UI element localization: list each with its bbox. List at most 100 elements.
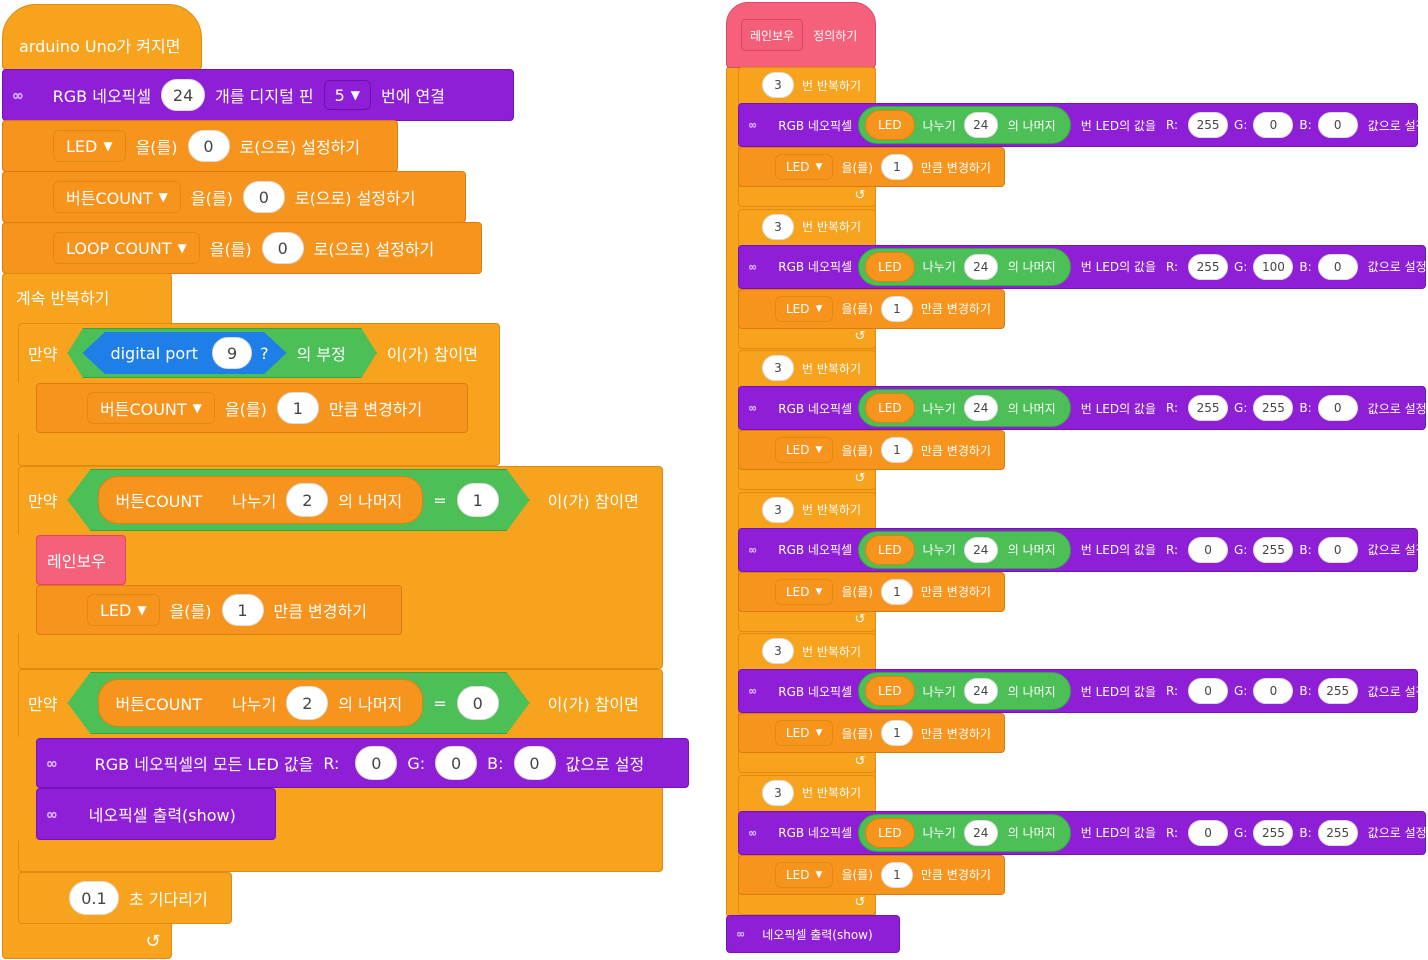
blue-input[interactable]: 255: [1317, 678, 1358, 704]
divisor-input[interactable]: 24: [963, 819, 998, 846]
blue-input[interactable]: 0: [1317, 536, 1358, 563]
value-input[interactable]: 0: [187, 130, 230, 162]
set-led-color-block[interactable]: ∞ RGB 네오픽셀 LED 나누기 24 의 나머지 번 LED의 값을 R:…: [738, 527, 1427, 572]
equals-operator[interactable]: 버튼COUNT 나누기 2 의 나머지 = 1: [67, 469, 530, 531]
set-led-color-block[interactable]: ∞ RGB 네오픽셀 LED 나누기 24 의 나머지 번 LED의 값을 R:…: [738, 244, 1427, 289]
var-dropdown-button-count[interactable]: 버튼COUNT▼: [87, 392, 215, 424]
mod-operator[interactable]: LED 나누기 24 의 나머지: [858, 106, 1071, 144]
repeat-count-input[interactable]: 3: [762, 355, 794, 381]
led-variable[interactable]: LED: [865, 676, 915, 706]
divisor-input[interactable]: 2: [286, 686, 329, 720]
red-input[interactable]: 255: [1188, 395, 1229, 421]
green-input[interactable]: 0: [1253, 112, 1294, 138]
var-dropdown-led[interactable]: LED▼: [53, 130, 126, 162]
repeat-count-input[interactable]: 3: [762, 638, 794, 664]
compare-input[interactable]: 0: [456, 686, 499, 720]
value-input[interactable]: 1: [221, 594, 264, 626]
red-input[interactable]: 0: [1188, 678, 1229, 704]
pin-dropdown[interactable]: 5 ▼: [323, 80, 372, 110]
set-led-block[interactable]: LED▼ 을(를) 0 로(으로) 설정하기: [2, 120, 398, 172]
var-dropdown-loop-count[interactable]: LOOP COUNT▼: [53, 232, 200, 264]
change-led-block[interactable]: LED▼ 을(를) 1 만큼 변경하기: [36, 585, 402, 635]
led-variable[interactable]: LED: [865, 110, 915, 140]
divisor-input[interactable]: 24: [963, 253, 998, 280]
blue-input[interactable]: 0: [1317, 253, 1358, 280]
divisor-input[interactable]: 24: [963, 112, 998, 138]
var-dropdown-led[interactable]: LED▼: [775, 861, 834, 888]
set-led-color-block[interactable]: ∞ RGB 네오픽셀 LED 나누기 24 의 나머지 번 LED의 값을 R:…: [738, 669, 1427, 713]
divisor-input[interactable]: 24: [963, 395, 998, 421]
blue-input[interactable]: 0: [1317, 395, 1358, 421]
change-led-block[interactable]: LED▼ 을(를) 1 만큼 변경하기: [738, 288, 1005, 329]
divisor-input[interactable]: 2: [286, 483, 329, 517]
pixel-count-input[interactable]: 24: [161, 79, 206, 111]
green-input[interactable]: 0: [435, 746, 478, 780]
change-button-count-block[interactable]: 버튼COUNT▼ 을(를) 1 만큼 변경하기: [36, 383, 468, 433]
rainbow-call-block[interactable]: 레인보우: [36, 535, 126, 585]
change-led-block[interactable]: LED▼ 을(를) 1 만큼 변경하기: [738, 571, 1005, 612]
value-input[interactable]: 1: [880, 295, 913, 322]
led-variable[interactable]: LED: [865, 393, 915, 423]
value-input[interactable]: 1: [276, 392, 319, 424]
led-variable[interactable]: LED: [865, 251, 915, 282]
led-variable[interactable]: LED: [865, 817, 915, 848]
set-button-count-block[interactable]: 버튼COUNT▼ 을(를) 0 로(으로) 설정하기: [2, 171, 466, 223]
hat-when-arduino-starts[interactable]: arduino Uno가 켜지면: [2, 4, 202, 70]
green-input[interactable]: 100: [1253, 253, 1294, 280]
var-dropdown-led[interactable]: LED▼: [775, 720, 834, 746]
var-dropdown-led[interactable]: LED▼: [775, 295, 834, 322]
green-input[interactable]: 255: [1253, 819, 1294, 846]
green-input[interactable]: 0: [1253, 678, 1294, 704]
blue-input[interactable]: 0: [513, 746, 556, 780]
value-input[interactable]: 1: [880, 154, 913, 180]
repeat-count-input[interactable]: 3: [762, 213, 794, 240]
change-led-block[interactable]: LED▼ 을(를) 1 만큼 변경하기: [738, 430, 1005, 470]
green-input[interactable]: 255: [1253, 395, 1294, 421]
repeat-count-input[interactable]: 3: [762, 779, 794, 806]
value-input[interactable]: 1: [880, 437, 913, 463]
define-rainbow-hat[interactable]: 레인보우 정의하기: [726, 2, 876, 68]
var-dropdown-led[interactable]: LED▼: [775, 437, 834, 463]
divisor-input[interactable]: 24: [963, 536, 998, 563]
neopixel-show-block[interactable]: ∞ 네오픽셀 출력(show): [36, 788, 276, 840]
mod-operator[interactable]: LED 나누기 24 의 나머지: [858, 389, 1071, 427]
compare-input[interactable]: 1: [456, 483, 499, 517]
not-operator[interactable]: digital port 9 ? 의 부정: [67, 328, 377, 378]
seconds-input[interactable]: 0.1: [69, 881, 119, 915]
set-led-color-block[interactable]: ∞ RGB 네오픽셀 LED 나누기 24 의 나머지 번 LED의 값을 R:…: [738, 386, 1427, 430]
blue-input[interactable]: 255: [1317, 819, 1358, 846]
mod-operator[interactable]: LED 나누기 24 의 나머지: [858, 530, 1071, 569]
neopixel-connect-block[interactable]: ∞ RGB 네오픽셀 24 개를 디지털 핀 5 ▼ 번에 연결: [2, 69, 514, 121]
blue-input[interactable]: 0: [1317, 112, 1358, 138]
red-input[interactable]: 255: [1188, 253, 1229, 280]
mod-operator[interactable]: 버튼COUNT 나누기 2 의 나머지: [98, 679, 424, 727]
divisor-input[interactable]: 24: [963, 678, 998, 704]
mod-operator[interactable]: LED 나누기 24 의 나머지: [858, 247, 1071, 286]
repeat-count-input[interactable]: 3: [762, 496, 794, 523]
digital-port-sensor[interactable]: digital port 9 ?: [82, 332, 287, 374]
led-variable[interactable]: LED: [865, 534, 915, 565]
set-all-leds-block[interactable]: ∞ RGB 네오픽셀의 모든 LED 값을 R: 0 G: 0 B: 0 값으로…: [36, 738, 689, 788]
set-loop-count-block[interactable]: LOOP COUNT▼ 을(를) 0 로(으로) 설정하기: [2, 222, 482, 274]
set-led-color-block[interactable]: ∞ RGB 네오픽셀 LED 나누기 24 의 나머지 번 LED의 값을 R:…: [738, 103, 1427, 147]
mod-operator[interactable]: LED 나누기 24 의 나머지: [858, 672, 1071, 710]
change-led-block[interactable]: LED▼ 을(를) 1 만큼 변경하기: [738, 713, 1005, 753]
value-input[interactable]: 1: [880, 578, 913, 605]
equals-operator[interactable]: 버튼COUNT 나누기 2 의 나머지 = 0: [67, 672, 530, 734]
value-input[interactable]: 1: [880, 861, 913, 888]
repeat-count-input[interactable]: 3: [762, 72, 794, 98]
port-input[interactable]: 9: [212, 337, 253, 369]
red-input[interactable]: 255: [1188, 112, 1229, 138]
red-input[interactable]: 0: [1188, 536, 1229, 563]
red-input[interactable]: 0: [1188, 819, 1229, 846]
value-input[interactable]: 1: [880, 720, 913, 746]
var-dropdown-led[interactable]: LED▼: [775, 154, 834, 180]
mod-operator[interactable]: LED 나누기 24 의 나머지: [858, 813, 1071, 852]
value-input[interactable]: 0: [242, 181, 285, 213]
change-led-block[interactable]: LED▼ 을(를) 1 만큼 변경하기: [738, 147, 1005, 187]
value-input[interactable]: 0: [261, 232, 304, 264]
green-input[interactable]: 255: [1253, 536, 1294, 563]
red-input[interactable]: 0: [355, 746, 398, 780]
wait-block[interactable]: 0.1 초 기다리기: [18, 872, 232, 924]
var-dropdown-led[interactable]: LED▼: [775, 578, 834, 605]
